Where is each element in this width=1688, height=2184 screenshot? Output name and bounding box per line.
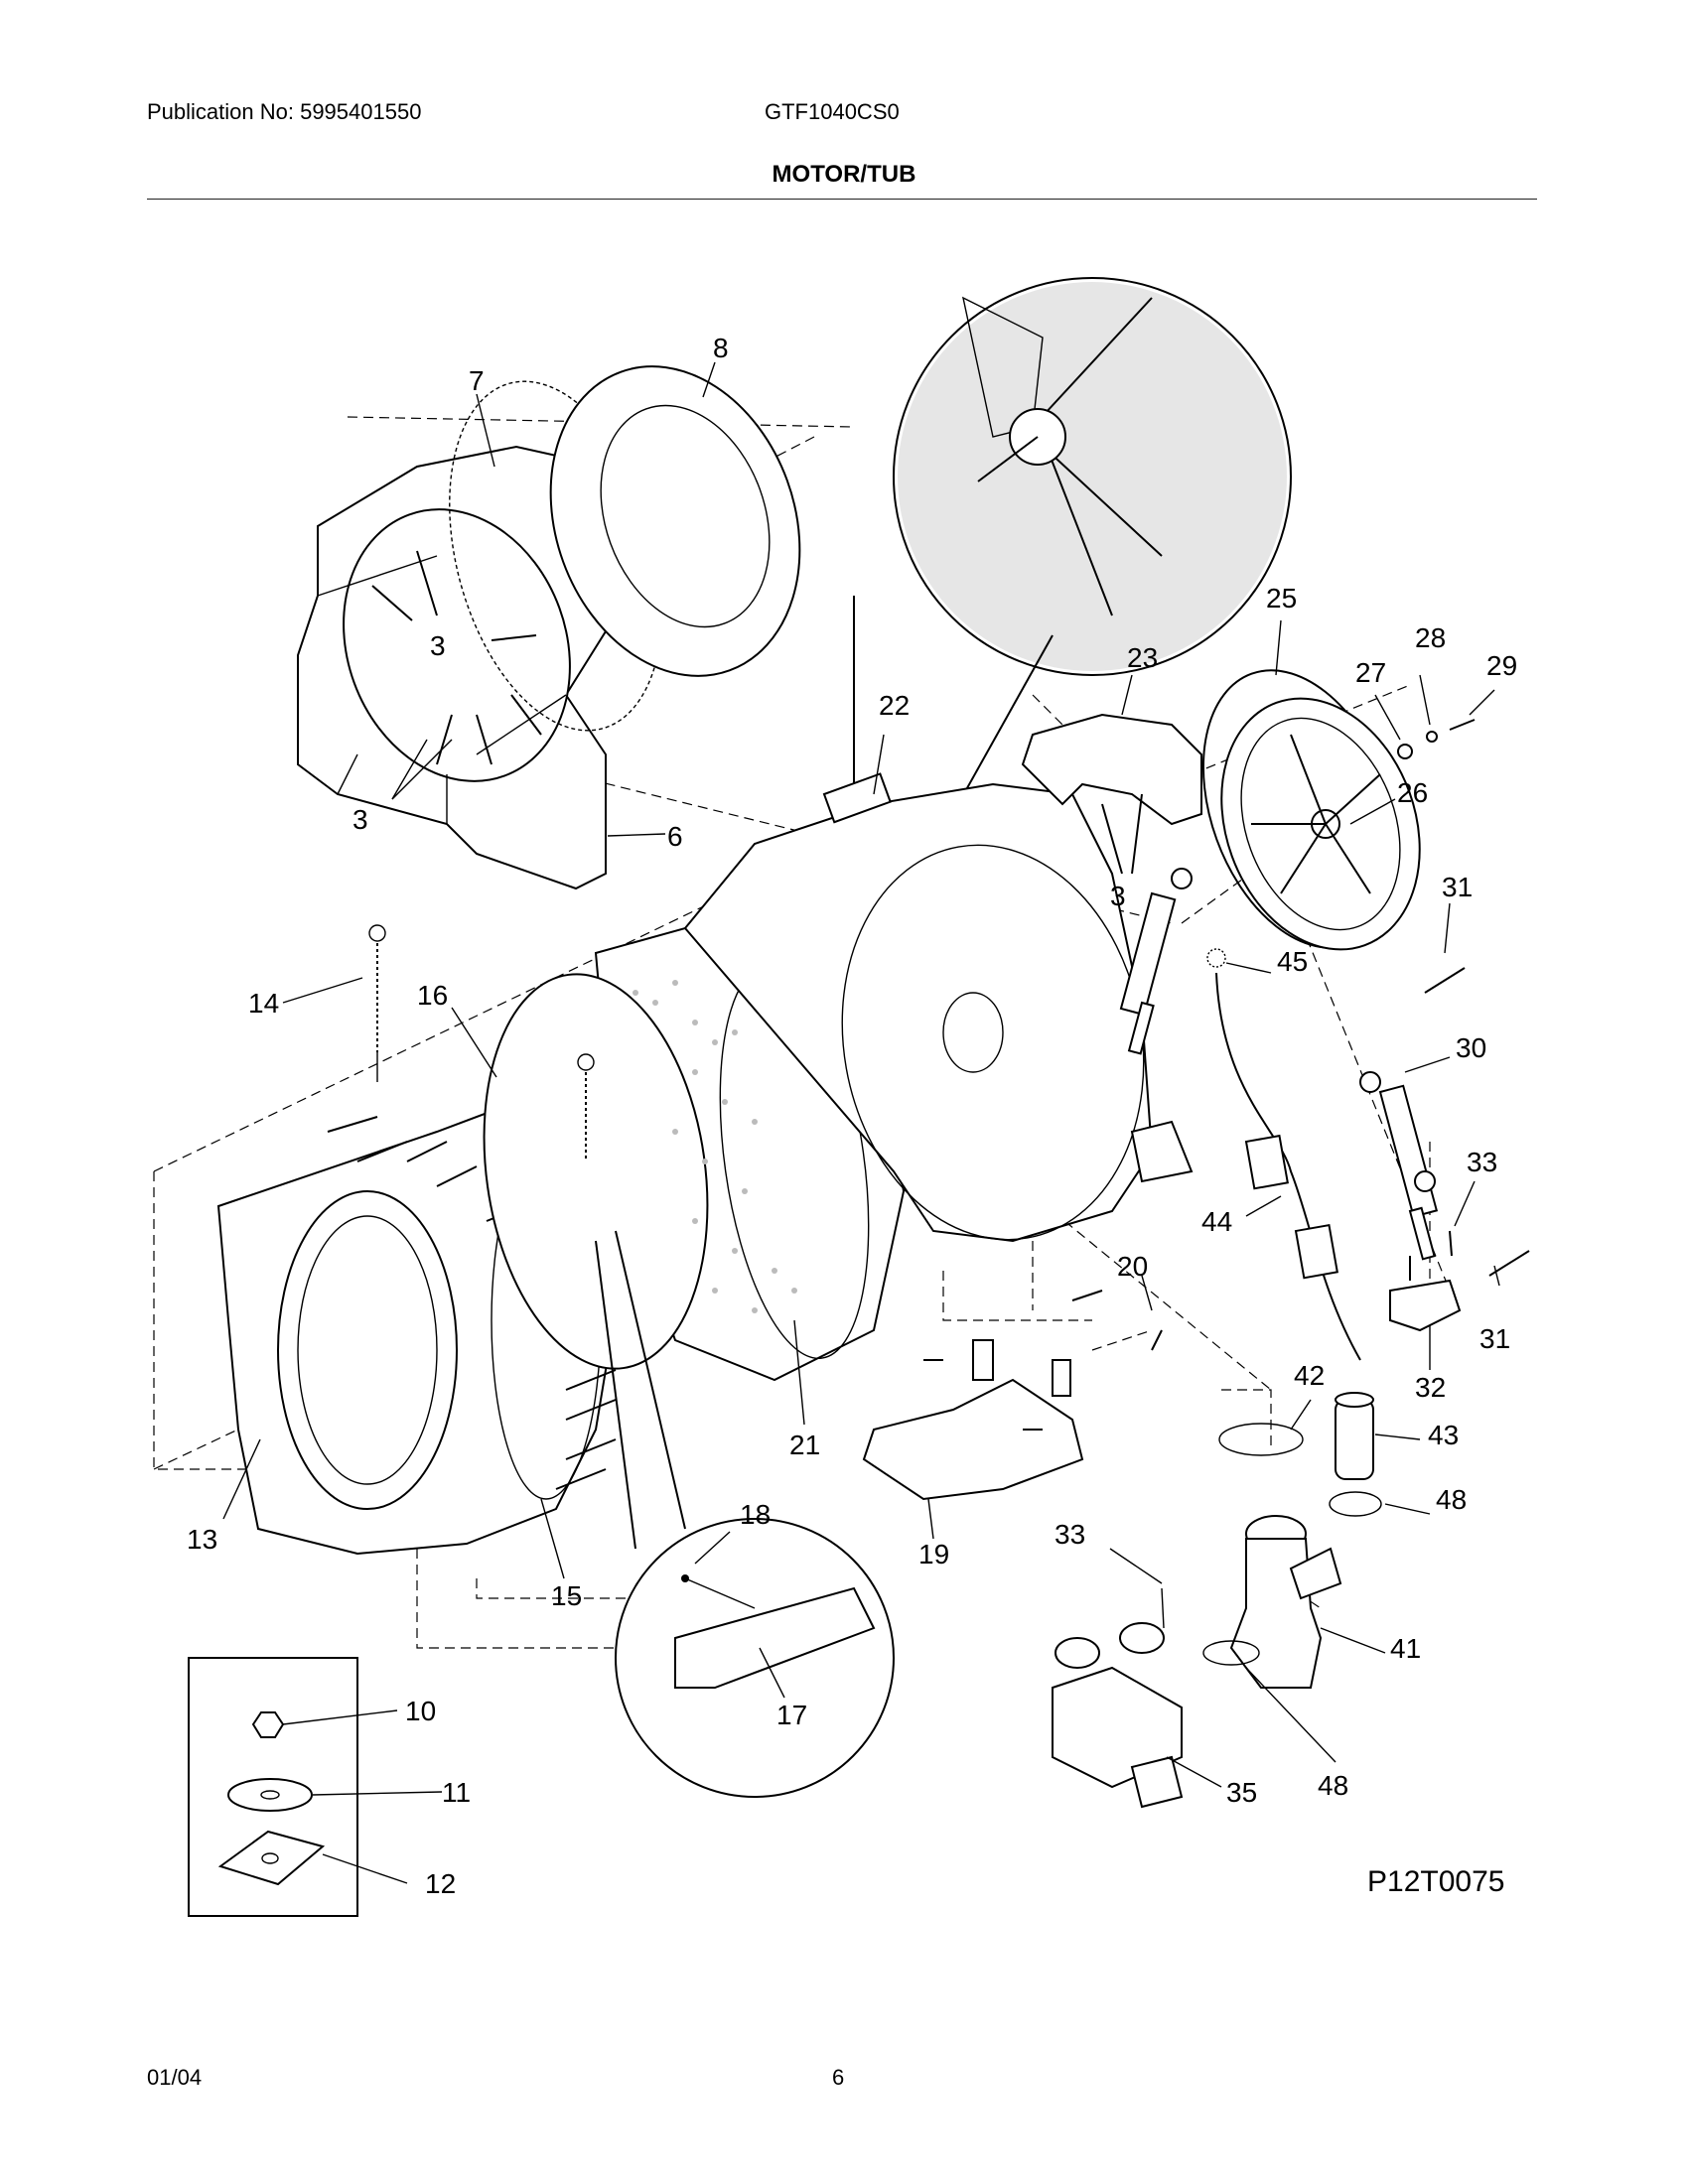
callout-45: 45 (1277, 946, 1308, 977)
callout-21: 21 (789, 1430, 820, 1460)
pulley-hardware (1397, 719, 1476, 759)
shock-absorber-left (1119, 868, 1193, 1055)
suspension-spring (368, 924, 595, 1161)
callout-32: 32 (1415, 1372, 1446, 1403)
shock-bracket (1389, 1230, 1462, 1332)
drain-pump (1052, 1587, 1184, 1809)
callout-30: 30 (1456, 1032, 1486, 1063)
callout-3-right: 3 (1110, 881, 1126, 911)
model-number: GTF1040CS0 (765, 99, 900, 124)
callout-23: 23 (1127, 642, 1158, 673)
rear-tub (683, 772, 1194, 1243)
callout-31-top: 31 (1442, 872, 1473, 902)
callout-3-left: 3 (352, 804, 368, 835)
callout-8: 8 (713, 333, 729, 363)
hardware-inset-box (188, 1657, 358, 1917)
callout-33-right: 33 (1467, 1147, 1497, 1177)
callout-16: 16 (417, 980, 448, 1011)
callout-33-left: 33 (1055, 1519, 1085, 1550)
bracket-screws (923, 1290, 1163, 1431)
callout-48-lower: 48 (1318, 1770, 1348, 1801)
callout-10: 10 (405, 1696, 436, 1726)
callout-18: 18 (740, 1499, 771, 1530)
header-rule (147, 199, 1537, 200)
callout-22: 22 (879, 690, 910, 721)
callout-35: 35 (1226, 1777, 1257, 1808)
callout-29: 29 (1486, 650, 1517, 681)
drive-pulley (1220, 697, 1421, 951)
callout-28: 28 (1415, 622, 1446, 653)
callout-14: 14 (248, 988, 279, 1019)
publication-number: Publication No: 5995401550 (147, 99, 422, 124)
callout-11: 11 (442, 1777, 471, 1808)
callout-20: 20 (1117, 1251, 1148, 1282)
drum-perforations (633, 980, 797, 1313)
drawing-code: P12T0075 (1367, 1865, 1504, 1898)
page-number: 6 (832, 2065, 845, 2090)
section-title: MOTOR/TUB (772, 161, 916, 188)
hose-clamp-upper (1218, 1423, 1304, 1456)
callout-41: 41 (1390, 1633, 1421, 1664)
wire-harness (1206, 948, 1361, 1361)
callout-26: 26 (1397, 777, 1428, 808)
callout-12: 12 (425, 1868, 456, 1899)
air-trap (1335, 1392, 1374, 1480)
callout-42: 42 (1294, 1360, 1325, 1391)
callout-25: 25 (1266, 583, 1297, 614)
callout-3-top: 3 (430, 630, 446, 661)
shock-pins (1424, 967, 1530, 1277)
callout-15: 15 (551, 1580, 582, 1611)
leader-lines (222, 361, 1500, 1884)
callout-labels: 7 8 3 3 6 14 16 13 15 18 17 19 20 21 22 … (187, 333, 1517, 1899)
callout-19: 19 (918, 1539, 949, 1570)
callout-48-upper: 48 (1436, 1484, 1467, 1515)
rear-counterweight-ring (549, 365, 801, 677)
drain-hose (1229, 1515, 1342, 1689)
front-counterweight (297, 445, 637, 890)
magnified-spider-inset (853, 277, 1292, 974)
callout-31-bottom: 31 (1479, 1323, 1510, 1354)
callout-43: 43 (1428, 1420, 1459, 1450)
footer-date: 01/04 (147, 2065, 203, 2090)
callout-17: 17 (776, 1700, 807, 1730)
counterweight-bolts (371, 550, 542, 765)
callout-13: 13 (187, 1524, 217, 1555)
shock-absorber-right (1359, 1071, 1439, 1261)
callout-44: 44 (1201, 1206, 1232, 1237)
callout-7: 7 (469, 365, 485, 396)
callout-27: 27 (1355, 657, 1386, 688)
callout-6: 6 (667, 821, 683, 852)
top-counterweight (1021, 713, 1202, 875)
hose-clamp-lower (1329, 1491, 1382, 1517)
heater-bracket (862, 1339, 1084, 1501)
hose-clamp-pump (1202, 1640, 1260, 1666)
magnified-cover-inset (595, 1230, 895, 1798)
